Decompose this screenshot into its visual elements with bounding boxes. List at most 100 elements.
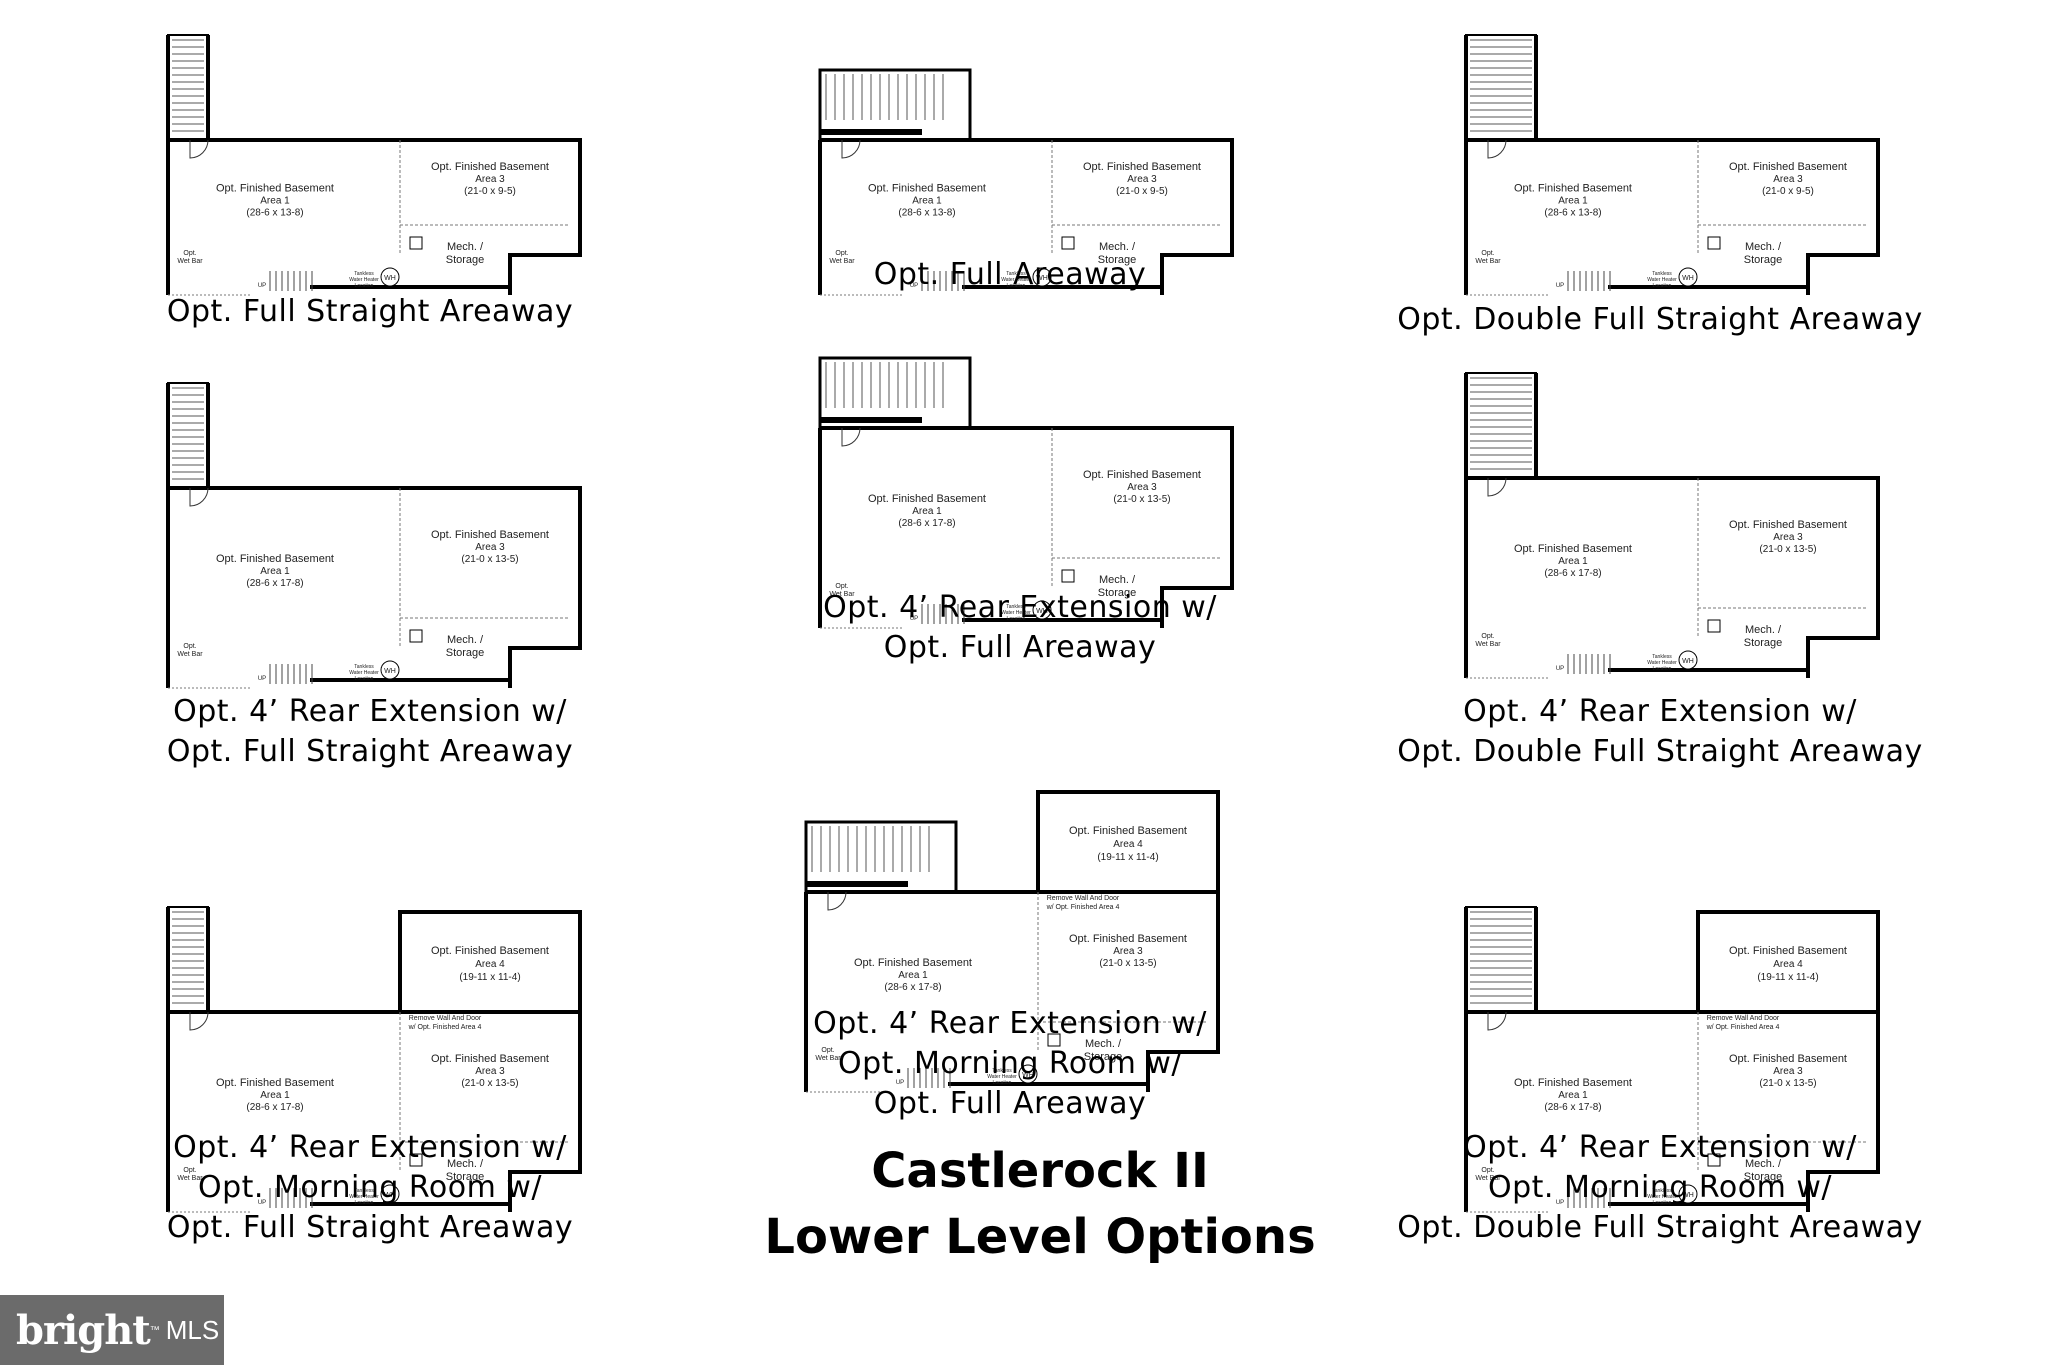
heater-note: Tankless [1652, 1188, 1672, 1194]
area1-name: Area 1 [912, 506, 942, 517]
area1-label: Opt. Finished Basement [868, 183, 986, 195]
page-title: Castlerock II Lower Level Options [730, 1138, 1350, 1270]
areaway-stairs [1465, 372, 1537, 479]
area3-dim: (21-0 x 13-5) [1099, 958, 1156, 969]
caption-line: Opt. Full Straight Areaway [166, 294, 574, 329]
heater-note: Location [355, 283, 374, 289]
water-heater-icon [1018, 1064, 1038, 1084]
caption-1: Opt. Full Straight Areaway [150, 292, 590, 332]
area3-label: Opt. Finished Basement [431, 529, 549, 541]
area3-name: Area 3 [1773, 1066, 1803, 1077]
caption-line: Opt. Full Areaway [883, 630, 1157, 665]
caption-line: Opt. 4’ Rear Extension w/ [173, 1130, 567, 1165]
water-heater-icon [380, 267, 400, 287]
areaway-stairs [167, 382, 209, 489]
caption-3: Opt. Double Full Straight Areaway [1380, 300, 1940, 340]
area1-name: Area 1 [912, 196, 942, 207]
water-heater-icon [380, 1184, 400, 1204]
mech-label: Mech. / [1085, 1038, 1122, 1050]
exterior-wall [1464, 138, 1880, 295]
mech-label: Mech. / [447, 241, 484, 253]
area1-label: Opt. Finished Basement [1514, 183, 1632, 195]
caption-line: Opt. 4’ Rear Extension w/ [173, 694, 567, 729]
water-heater-icon [1678, 267, 1698, 287]
area4-dim: (19-11 x 11-4) [1757, 972, 1818, 983]
wet-bar-label: Wet Bar [177, 651, 203, 658]
door-swing [1487, 1011, 1507, 1031]
area4-label: Opt. Finished Basement [1729, 945, 1847, 957]
areaway-stairs [818, 68, 972, 142]
area3-dim: (21-0 x 13-5) [1113, 494, 1170, 505]
caption-line: Opt. 4’ Rear Extension w/ [823, 590, 1217, 625]
heater-note: Water Heater [1001, 610, 1031, 616]
caption-line: Opt. Full Straight Areaway [166, 734, 574, 769]
area1-dim: (28-6 x 13-8) [1544, 208, 1601, 219]
area1-label: Opt. Finished Basement [216, 183, 334, 195]
caption-line: Opt. 4’ Rear Extension w/ [1463, 694, 1857, 729]
remove-wall-label: w/ Opt. Finished Area 4 [408, 1024, 482, 1031]
storage-label: Storage [446, 254, 485, 266]
caption-2: Opt. Full Areaway [780, 255, 1240, 295]
wet-bar-label: Wet Bar [1475, 641, 1501, 648]
water-heater-label: WH [1022, 1072, 1034, 1079]
area1-dim: (28-6 x 13-8) [898, 208, 955, 219]
wet-bar-label: Wet Bar [177, 1175, 203, 1182]
mech-equipment [1707, 1153, 1721, 1167]
mech-label: Mech. / [447, 634, 484, 646]
area3-label: Opt. Finished Basement [1083, 161, 1201, 173]
area1-label: Opt. Finished Basement [216, 553, 334, 565]
caption-line: Opt. Full Straight Areaway [166, 1210, 574, 1245]
area3-label: Opt. Finished Basement [431, 1053, 549, 1065]
exterior-wall [804, 890, 1220, 1092]
heater-note: Location [1653, 666, 1672, 672]
areaway-stairs [818, 356, 972, 430]
water-heater-icon [1032, 600, 1052, 620]
wet-bar-label: Wet Bar [829, 591, 855, 598]
mech-label: Mech. / [1099, 574, 1136, 586]
heater-note: Water Heater [349, 670, 379, 676]
water-heater-label: WH [1682, 658, 1694, 665]
area3-dim: (21-0 x 9-5) [1762, 186, 1814, 197]
area3-label: Opt. Finished Basement [1069, 933, 1187, 945]
mech-equipment [1707, 236, 1721, 250]
water-heater-icon [1678, 1184, 1698, 1204]
door-swing [827, 891, 847, 911]
water-heater-label: WH [384, 668, 396, 675]
exterior-wall [166, 1010, 582, 1212]
area1-name: Area 1 [1558, 1090, 1588, 1101]
caption-line: Opt. 4’ Rear Extension w/ [1463, 1130, 1857, 1165]
area1-name: Area 1 [898, 970, 928, 981]
water-heater-label: WH [1682, 1192, 1694, 1199]
title-line-1: Castlerock II [871, 1143, 1209, 1199]
mech-label: Mech. / [447, 1158, 484, 1170]
area1-label: Opt. Finished Basement [1514, 543, 1632, 555]
wet-bar-label: Wet Bar [815, 1055, 841, 1062]
area4-dim: (19-11 x 11-4) [459, 972, 520, 983]
heater-note: Water Heater [1647, 660, 1677, 666]
area1-dim: (28-6 x 17-8) [1544, 568, 1601, 579]
mech-label: Mech. / [1745, 1158, 1782, 1170]
storage-label: Storage [1744, 254, 1783, 266]
remove-wall-label: w/ Opt. Finished Area 4 [1706, 1024, 1780, 1031]
area3-name: Area 3 [475, 174, 505, 185]
area4-label: Opt. Finished Basement [431, 945, 549, 957]
up-label: UP [258, 283, 266, 289]
mech-equipment [409, 629, 423, 643]
logo-word: bright [16, 1306, 151, 1354]
heater-note: Water Heater [1647, 277, 1677, 283]
storage-label: Storage [1744, 1171, 1783, 1183]
door-swing [1487, 139, 1507, 159]
caption-line: Opt. Full Areaway [873, 1086, 1147, 1121]
